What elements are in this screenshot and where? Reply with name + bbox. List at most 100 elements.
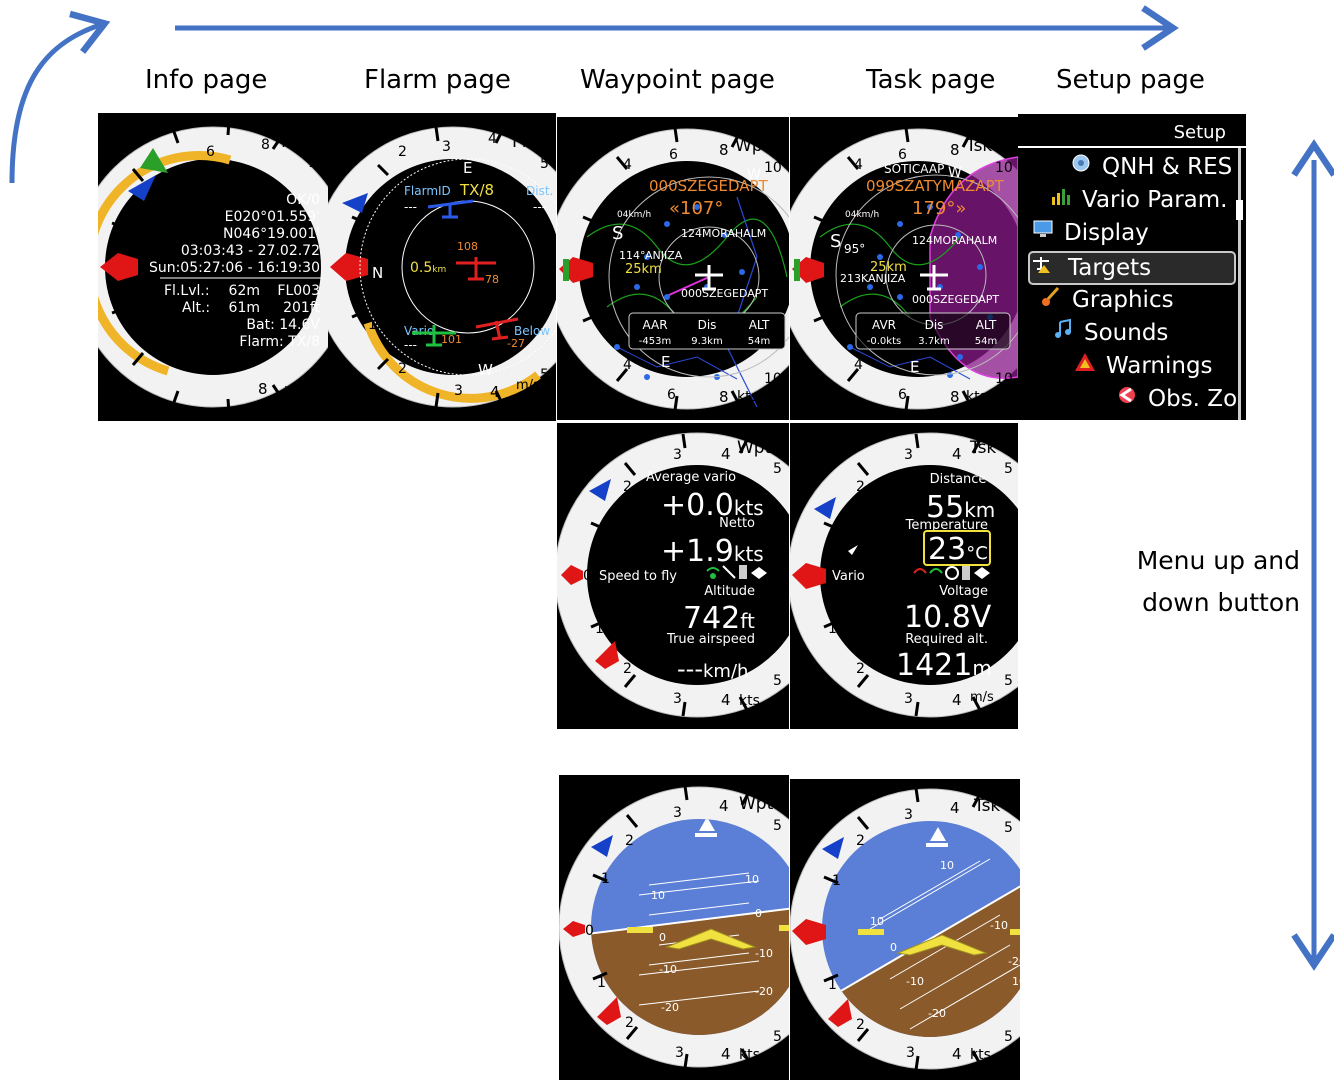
setup-title: Setup	[1173, 122, 1226, 143]
screen-label: Wpt	[735, 136, 770, 156]
waypoint-center: 000SZEGEDAPT	[681, 287, 768, 300]
compass-w: W	[478, 361, 493, 379]
field-label: Distance	[930, 472, 987, 487]
scale-label: 5	[1004, 461, 1013, 477]
scale-label: 2	[623, 661, 632, 677]
info-line: OK/0	[286, 192, 320, 208]
screen-label: Tsk	[973, 796, 1000, 816]
waypoint-label: 124MORAHALM	[681, 227, 766, 240]
green-marker-icon	[563, 259, 569, 281]
menu-item-targets[interactable]: Targets	[1028, 251, 1236, 285]
music-note-icon	[1052, 318, 1074, 344]
menu-item-qnh[interactable]: QNH & RES	[1070, 152, 1232, 182]
compass-s: S	[612, 223, 623, 244]
waypoint-map-screen[interactable]: 2 4 6 8 10 2 4 6 8 kts 10 Wpt W 000SZEGE…	[557, 117, 789, 420]
scale-label: 6	[667, 387, 676, 403]
blue-marker-icon	[822, 837, 844, 859]
screen-label: Tsk	[969, 438, 996, 458]
scale-label: 2	[597, 315, 606, 331]
scale-label: 1	[601, 871, 610, 887]
scale-label: 4	[719, 797, 729, 815]
field-label: Netto	[719, 516, 755, 531]
waypoint-data-screen[interactable]: 1 2 3 4 5 0 1 2 3 4 kts 5 Wpt Average va…	[557, 423, 789, 729]
task-data-screen[interactable]: 1 2 3 4 5 1 2 3 4 m/s 5 Tsk Distance 55k…	[790, 423, 1018, 729]
field-label: Required alt.	[905, 632, 988, 647]
glider-icon	[920, 265, 948, 291]
glider-icon	[695, 265, 723, 291]
alt-label: ALT	[976, 318, 997, 332]
menu-item-label: Obs. Zo	[1148, 386, 1238, 412]
scale-label: 1	[368, 317, 377, 333]
svg-text:10: 10	[651, 889, 665, 902]
scale-label: 3	[904, 807, 913, 823]
level-marker-icon	[779, 925, 789, 931]
svg-text:-20: -20	[1008, 955, 1020, 968]
scale-label: 10	[764, 371, 782, 387]
horizon-tsk-screen[interactable]: 10 10 0 -10 -10 -20 -20 10 1 2 3 4 5 1 2…	[790, 779, 1020, 1080]
flarm-id-label: FlarmID	[404, 184, 451, 198]
info-box	[855, 312, 1011, 350]
scale-label: 5	[1004, 673, 1013, 689]
menu-item-obs-zone[interactable]: Obs. Zo	[1116, 384, 1237, 414]
speed-tag: 04km/h	[617, 210, 651, 220]
scale-label: 1	[828, 977, 837, 993]
blue-marker-icon	[342, 193, 368, 213]
menu-item-sounds[interactable]: Sounds	[1052, 318, 1168, 348]
info-screen[interactable]: 4 6 8 10 2 4 10 8 kts Inf OK/0 E020°01.5…	[98, 113, 328, 421]
scale-label: 5	[1004, 820, 1013, 836]
scale-label: 3	[904, 447, 913, 463]
scale-label: 10	[308, 367, 326, 383]
scrollbar-thumb[interactable]	[1236, 200, 1243, 220]
scale-label: 2	[623, 479, 632, 495]
scale-label: 3	[904, 691, 913, 707]
screen-label: Wpt	[737, 438, 772, 458]
menu-item-warnings[interactable]: Warnings	[1074, 351, 1213, 381]
scale-label: 5	[773, 818, 782, 834]
setup-screen[interactable]: Setup QNH & RES Vario Param. Display Tar…	[1018, 114, 1246, 420]
speed-tag: 04km/h	[845, 210, 879, 220]
task-map-screen[interactable]: 2 4 6 8 10 2 4 6 8 kts 10 Tsk SOTICAAP W…	[790, 117, 1018, 420]
menu-item-display[interactable]: Display	[1032, 218, 1149, 248]
scale-label: 2	[856, 661, 865, 677]
alt-label: ALT	[749, 318, 770, 332]
svg-text:-10: -10	[990, 919, 1008, 932]
caption-task: Task page	[866, 65, 996, 95]
scale-label: 8	[719, 388, 729, 406]
distance-small: 25km	[870, 260, 907, 275]
caption-setup: Setup page	[1056, 65, 1205, 95]
unit-label: kts	[737, 389, 758, 405]
bearing-value: «107°	[669, 198, 723, 219]
gauge-ticks	[813, 127, 972, 411]
menu-item-label: Vario Param.	[1082, 187, 1228, 213]
svg-text:-20: -20	[928, 1007, 946, 1020]
unit-label: kts	[739, 693, 760, 709]
gauge-ticks	[351, 126, 505, 408]
scale-label: 4	[490, 383, 500, 401]
menu-item-graphics[interactable]: Graphics	[1040, 285, 1174, 315]
blue-marker-icon	[591, 835, 613, 857]
bat-line: Bat: 14.6V	[246, 317, 320, 333]
unit-label: m/s	[516, 378, 540, 393]
dis-label: Dis	[925, 318, 944, 332]
unit-label: kts	[739, 1047, 760, 1063]
scrollbar[interactable]	[1236, 148, 1243, 420]
svg-text:-20: -20	[661, 1001, 679, 1014]
menu-item-label: Display	[1064, 220, 1149, 246]
menu-caption-line2: down button	[1142, 588, 1300, 617]
red-needle-icon	[330, 253, 368, 281]
unit-label: m/s	[970, 690, 994, 705]
info-box	[628, 312, 786, 350]
info-line: Sun:05:27:06 - 16:19:30	[149, 260, 320, 276]
scale-label: 2	[625, 833, 634, 849]
selected-field-box[interactable]	[923, 530, 991, 566]
horizon-wpt-screen[interactable]: 10 10 0 0 -10 -10 -20 -20 1 2 3 4 5 0 1 …	[559, 775, 789, 1080]
menu-item-vario[interactable]: Vario Param.	[1050, 185, 1227, 215]
menu-item-label: Sounds	[1084, 320, 1169, 346]
scale-label: 10	[764, 160, 782, 176]
gauge-ticks	[823, 787, 982, 1071]
flarm-screen[interactable]: 1 2 3 4 5 1 2 3 4 m/s 5 Flm E N W FlarmI…	[328, 113, 556, 421]
traffic-label: 101	[441, 333, 462, 346]
field-value: +0.0kts	[661, 488, 764, 523]
scale-label: 2	[398, 144, 407, 160]
alt-label: Alt.:	[182, 300, 210, 316]
